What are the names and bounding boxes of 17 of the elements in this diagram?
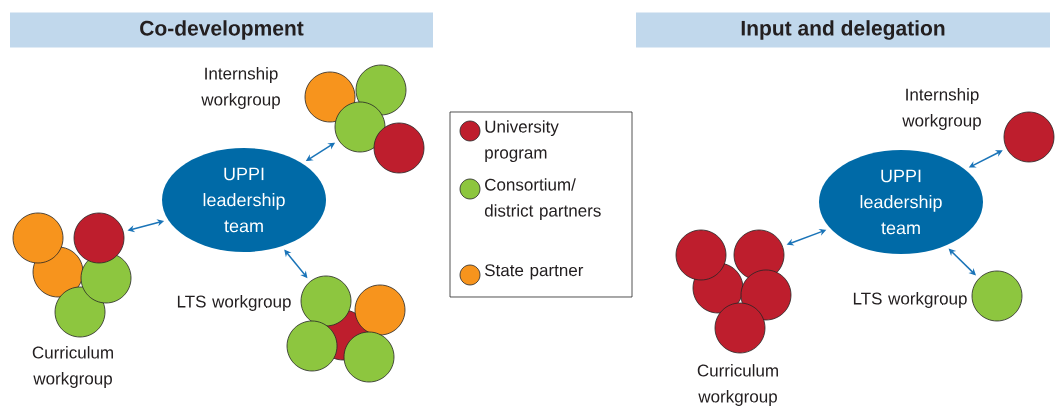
legend-label: State partner xyxy=(485,264,584,280)
circle-cluster xyxy=(304,64,425,174)
workgroup-label: Internship workgroup xyxy=(201,67,280,109)
workgroup-label: LTS workgroup xyxy=(853,292,967,308)
workgroup-label: Internship workgroup xyxy=(902,88,981,130)
workgroup-label: LTS workgroup xyxy=(177,295,291,311)
double-arrow xyxy=(948,248,976,276)
heading-band: Co-development xyxy=(10,12,433,48)
circle-cluster xyxy=(12,212,132,338)
workgroup-circle xyxy=(1003,111,1055,163)
legend-label: Consortium/ district partners xyxy=(484,178,601,221)
workgroup-circle xyxy=(971,270,1023,322)
circle-cluster xyxy=(675,229,792,354)
workgroup-label: Curriculum workgroup xyxy=(697,364,778,406)
heading-band: Input and delegation xyxy=(636,12,1050,48)
workgroup-label: Curriculum workgroup xyxy=(32,346,113,388)
legend-label: University program xyxy=(485,120,559,163)
